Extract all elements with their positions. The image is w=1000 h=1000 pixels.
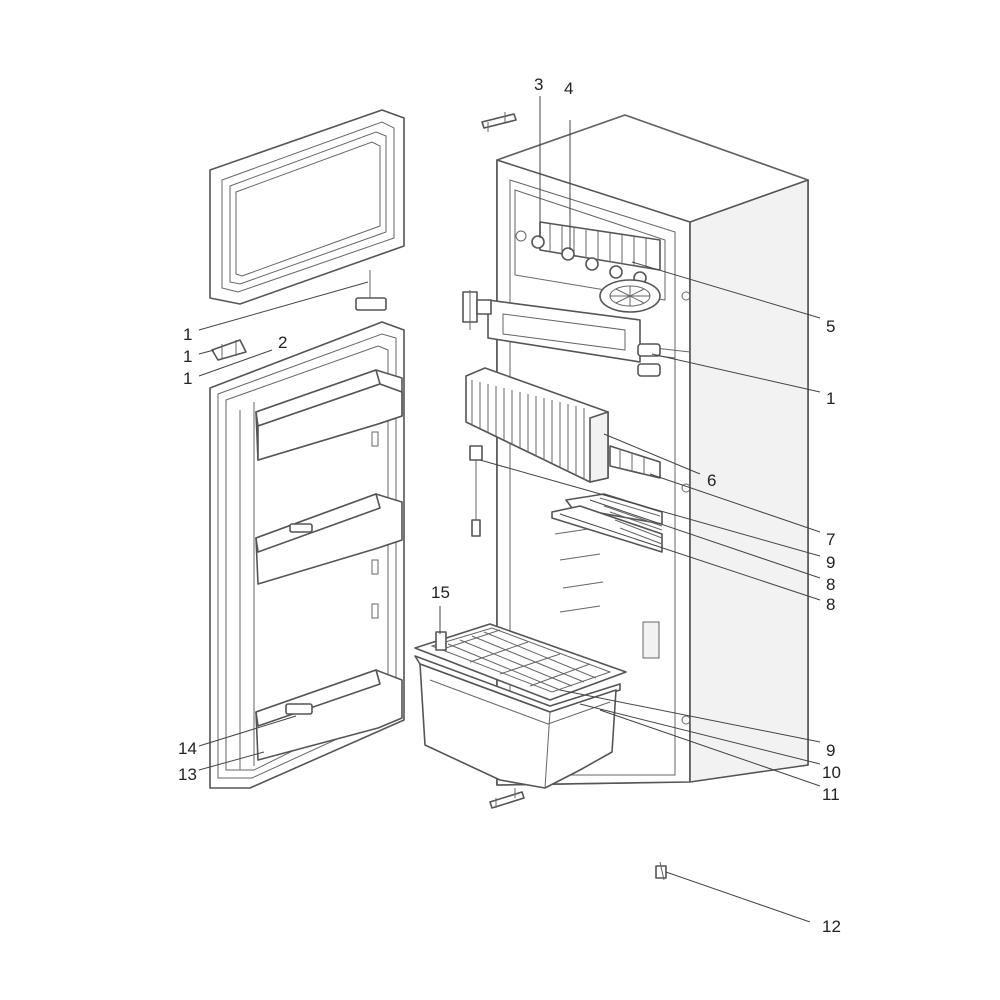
callout-label: 1: [183, 347, 192, 366]
callout-label: 7: [826, 530, 835, 549]
callout-label: 8: [826, 575, 835, 594]
callout-label: 2: [278, 333, 287, 352]
leader-lines: [198, 96, 821, 923]
door-bin-top: [255, 369, 403, 461]
callout-label: 5: [826, 317, 835, 336]
callout-label: 12: [822, 917, 841, 936]
crisper-lid: [414, 623, 627, 701]
callout-label: 14: [178, 739, 197, 758]
callout-label: 13: [178, 765, 197, 784]
bottom-hinge: [489, 788, 525, 809]
top-hinge-pin: [481, 112, 517, 132]
crisper-drawer: [414, 655, 621, 789]
callout-label: 1: [826, 389, 835, 408]
freezer-door: [209, 109, 405, 311]
control-knobs: [515, 230, 647, 285]
callout-label: 10: [822, 763, 841, 782]
evaporator-fins: [465, 367, 609, 483]
door-bin-middle: [255, 493, 403, 585]
callout-label: 15: [431, 583, 450, 602]
callout-labels: 1 1 1 2 3 4 5 1 6 7 9 8 8 15 9 10 11 12 …: [178, 75, 841, 936]
control-panel-strip: [487, 299, 661, 377]
callout-label: 4: [564, 79, 573, 98]
upper-hinge: [462, 290, 492, 330]
thermostat-sensor: [469, 445, 483, 537]
door-stop-part: [655, 861, 667, 881]
fan-assembly: [599, 279, 661, 313]
callout-label: 6: [707, 471, 716, 490]
callout-label: 1: [183, 325, 192, 344]
callout-label: 8: [826, 595, 835, 614]
callout-label: 1: [183, 369, 192, 388]
door-bin-bottom: [255, 669, 403, 761]
callout-label: 9: [826, 553, 835, 572]
callout-label: 11: [822, 785, 840, 804]
callout-label: 3: [534, 75, 543, 94]
callout-label: 9: [826, 741, 835, 760]
freezer-tray: [609, 445, 661, 479]
